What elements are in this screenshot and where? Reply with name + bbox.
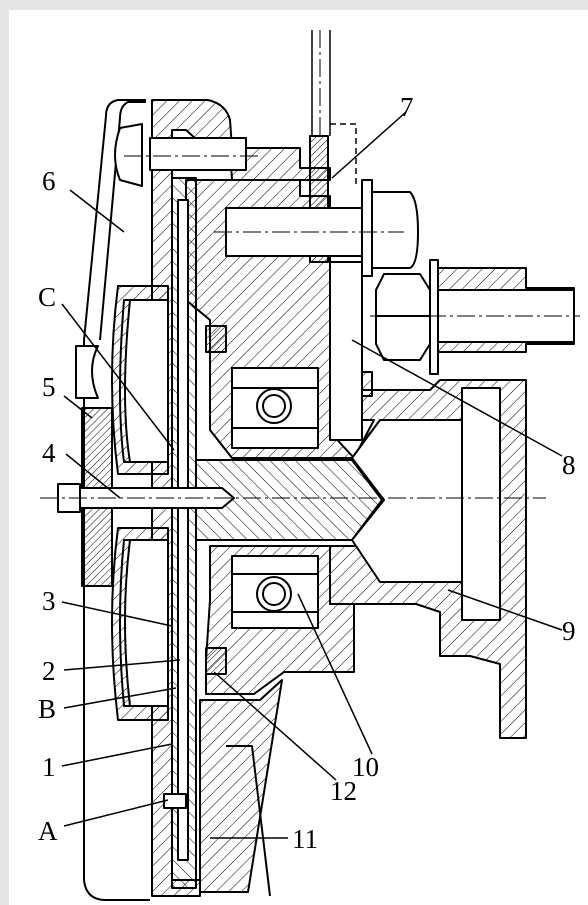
leader-12 — [213, 671, 337, 781]
cowl-inner-wall — [111, 285, 169, 475]
leader-2 — [63, 659, 181, 671]
cowl-inner-wall-lower — [111, 527, 169, 721]
leader-7 — [331, 111, 407, 179]
cover-screw-head — [114, 123, 143, 187]
callout-b: B — [38, 694, 56, 724]
callout-c: C — [38, 282, 56, 312]
callout-10: 10 — [352, 752, 379, 782]
lever-rod — [329, 261, 363, 441]
leader-a — [63, 799, 169, 827]
rivet-a — [163, 793, 187, 809]
callout-11: 11 — [292, 824, 318, 854]
leader-5 — [63, 395, 93, 419]
bolt-head — [369, 191, 419, 269]
carrier-bore-step — [461, 387, 501, 621]
callout-a: A — [38, 816, 58, 846]
leader-b — [63, 687, 177, 709]
outer-cover-outline — [83, 99, 150, 901]
callout-5: 5 — [42, 372, 56, 402]
callout-3: 3 — [42, 586, 56, 616]
pulley-boss — [75, 345, 99, 399]
outer-cover-inner-line — [99, 101, 146, 341]
leader-1 — [61, 743, 173, 767]
callout-6: 6 — [42, 166, 56, 196]
seal-lower — [205, 647, 227, 675]
leader-c — [61, 303, 175, 451]
lower-housing-edge — [226, 745, 271, 897]
callout-2: 2 — [42, 656, 56, 686]
cover-screw-shank — [149, 137, 247, 171]
bolt-washer — [361, 179, 373, 277]
callout-12: 12 — [330, 776, 357, 806]
leader-3 — [61, 601, 173, 627]
leader-10 — [297, 593, 373, 755]
callout-4: 4 — [42, 438, 56, 468]
callout-8: 8 — [562, 450, 576, 480]
lower-housing — [199, 679, 283, 893]
callout-9: 9 — [562, 616, 576, 646]
seal-upper — [205, 325, 227, 353]
callout-1: 1 — [42, 752, 56, 782]
leader-8 — [351, 339, 563, 457]
leader-9 — [447, 589, 563, 631]
impeller-inner-plate — [177, 199, 189, 861]
leader-6 — [69, 189, 125, 233]
callout-7: 7 — [400, 92, 414, 122]
nut-washer — [429, 259, 439, 375]
leader-4 — [65, 453, 121, 499]
